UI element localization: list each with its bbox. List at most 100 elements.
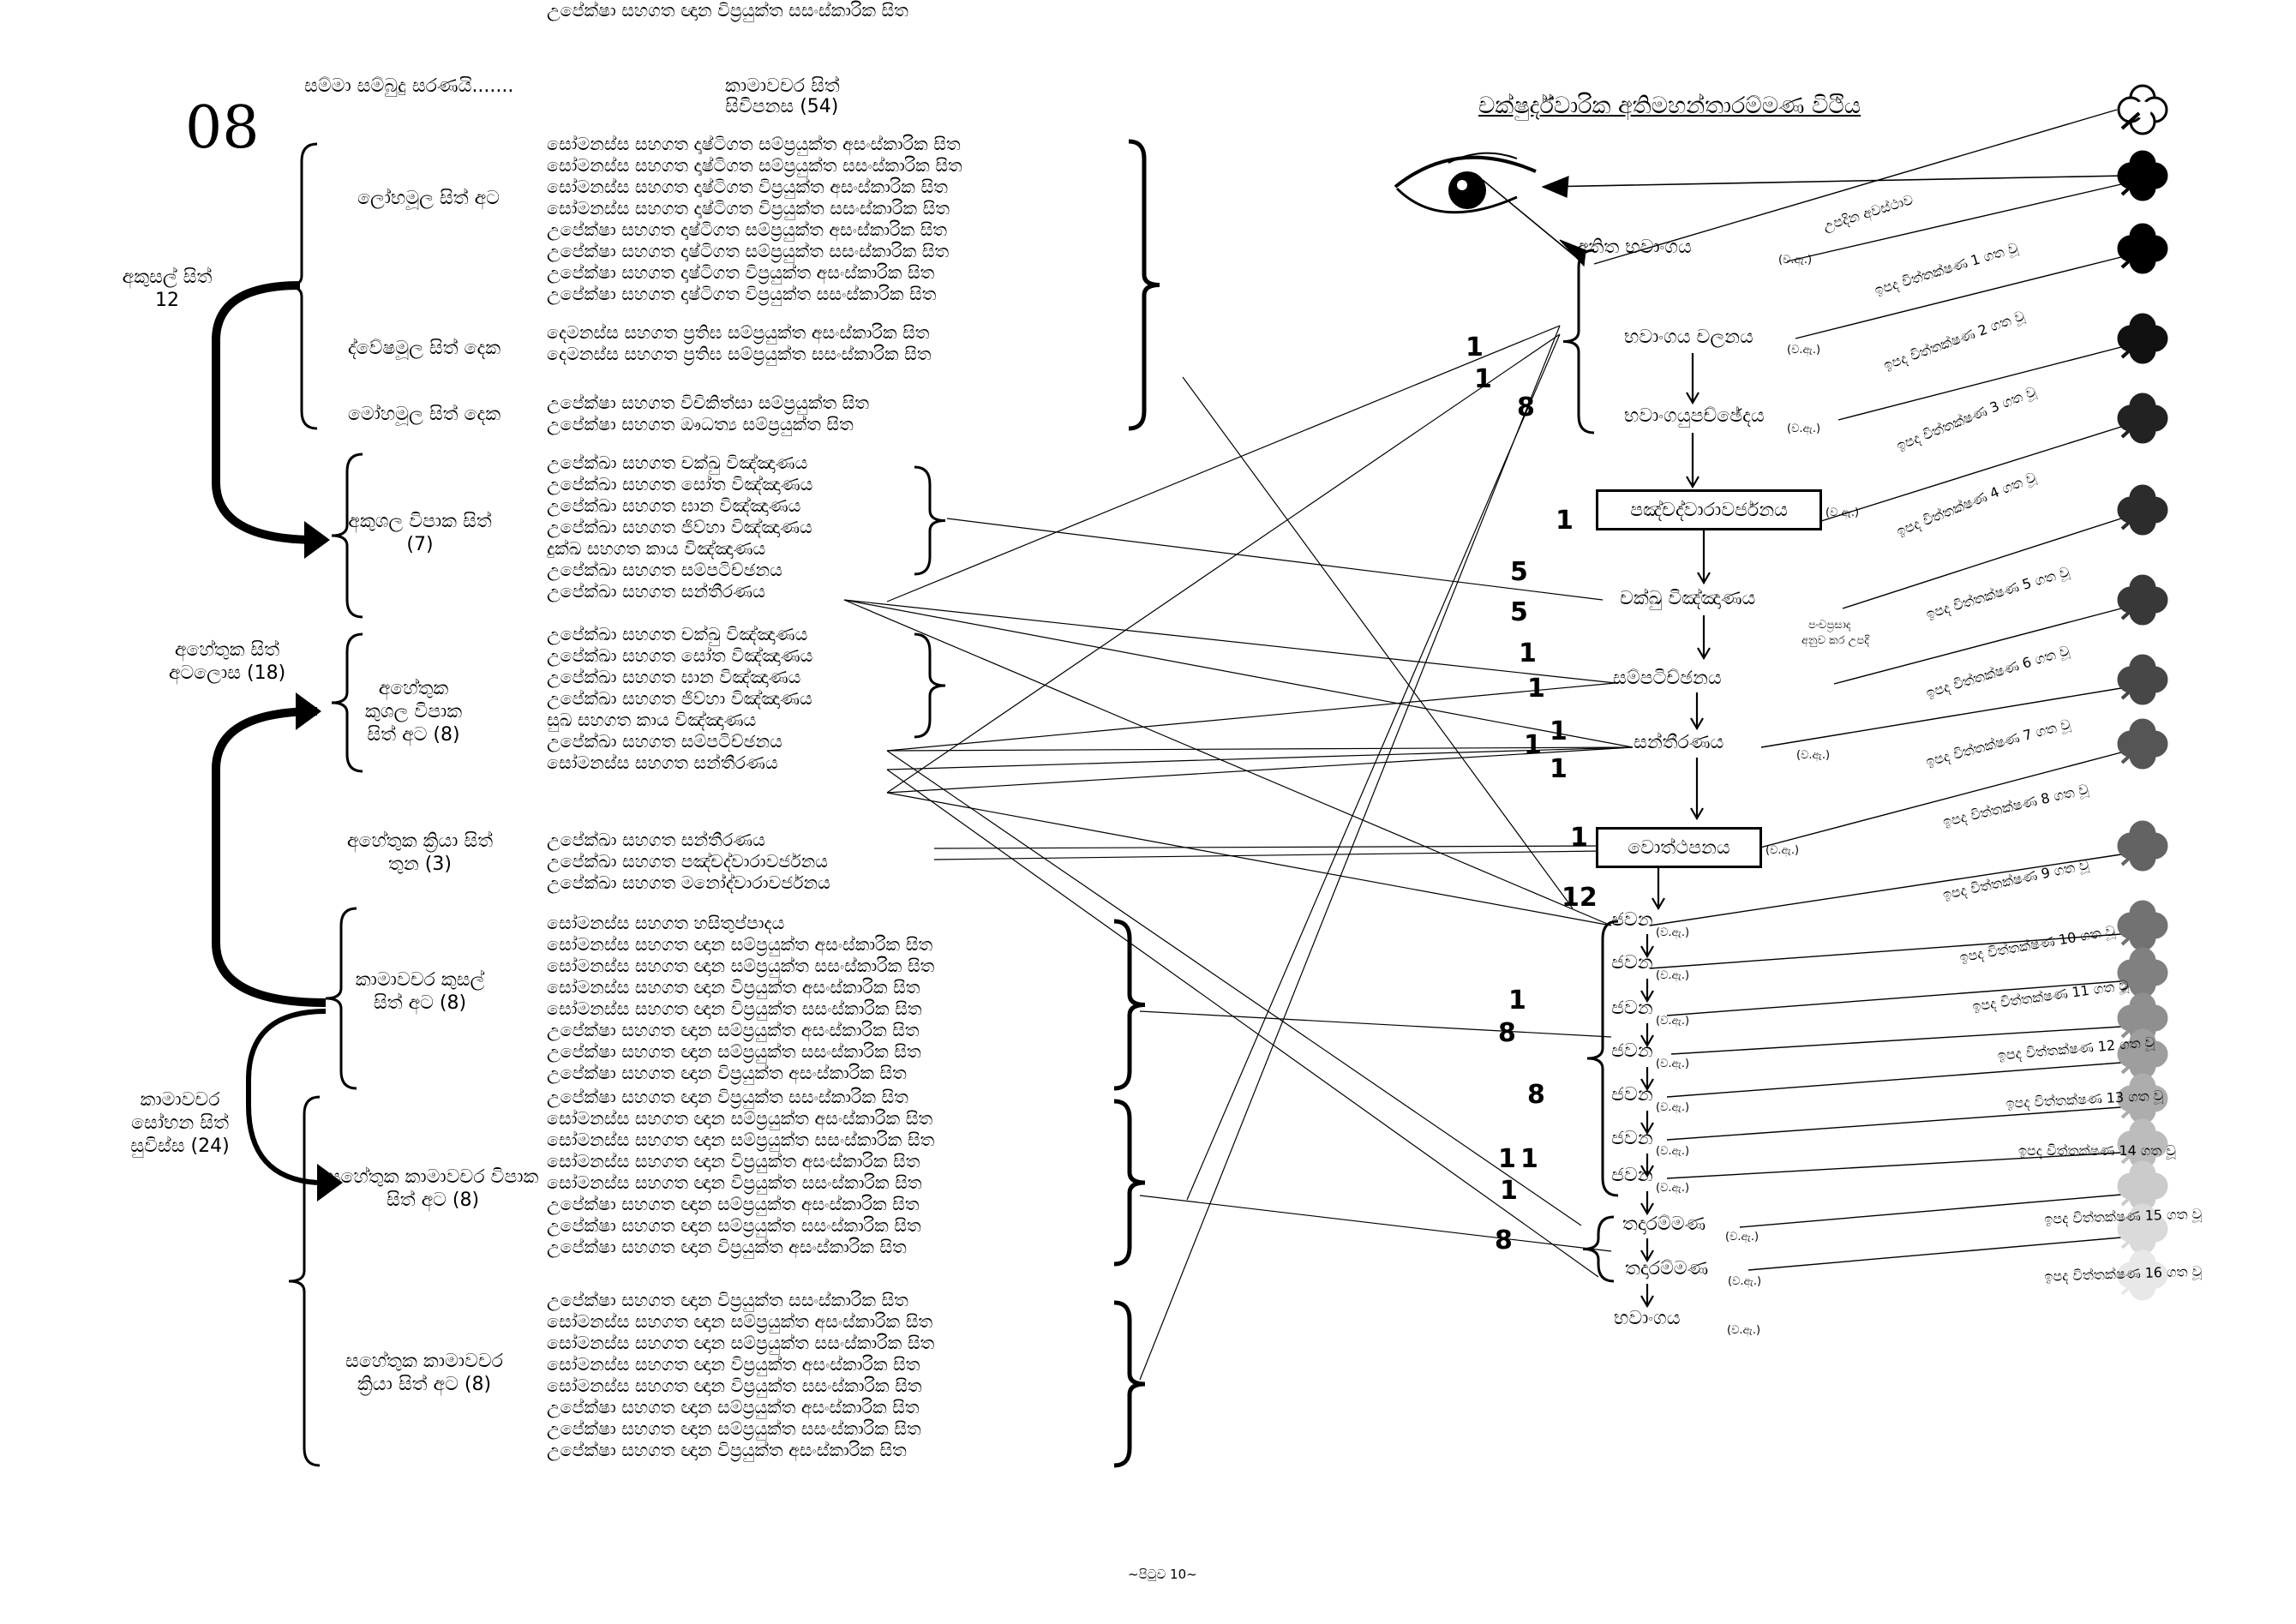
arrow-head [1640,1202,1654,1216]
clover-icon [2117,1160,2168,1212]
connector-line [1182,376,1574,909]
wo-tag: (ව.ඇ.) [1656,1145,1690,1158]
count-label: 1 [1520,1144,1538,1174]
count-label: 1 [1474,364,1492,394]
connector-line [1833,608,2122,685]
connector-line [886,746,1634,770]
connector-line [886,746,1634,794]
wo-tag: (ව.ඇ.) [1778,254,1813,267]
subtitle-count: සිවිපනස (54) [725,96,839,117]
brace [331,452,363,619]
brace [914,632,946,739]
vithi-step: භවාංගයුපච්ඡේදය [1624,405,1765,427]
connector-line [886,769,1599,1278]
citta-line: උපේක්ඛා සහගත ජිව්හා විඤ්ඤාණය [547,517,812,537]
citta-line: උපේක්ෂා සහගත ඥාන සම්ප්‍රයුක්ත සසංස්කාරික… [547,1041,921,1062]
connector-line [1649,933,2122,969]
citta-line: සෝමනස්ස සහගත දෘෂ්ටිගත විප්‍රයුක්ත සසංස්ක… [547,198,950,219]
vithi-step: ජවන [1611,1040,1653,1062]
citta-line: උපේක්ඛා සහගත පඤ්චද්වාරාවර්ජනය [547,851,828,872]
arrow-head [1697,572,1711,585]
citta-line: උපේක්ෂා සහගත ඥාන විප්‍රයුක්ත අසංස්කාරික … [547,1237,907,1257]
vithi-step: සම්පටිච්ඡනය [1613,668,1722,689]
connector-line [843,599,1634,748]
citta-line: උපේක්ඛා සහගත සම්පටිච්ඡනය [547,560,782,580]
clover-icon [2117,84,2168,135]
citta-line: උපේක්ෂා සහගත ඥාන විප්‍රයුක්ත සසංස්කාරික … [547,1087,908,1107]
citta-line: උපේක්ෂා සහගත ඥාන විප්‍රයුක්ත අසංස්කාරික … [547,1440,907,1460]
wo-tag: (ව.ඇ.) [1656,1058,1690,1070]
vithi-step: භවාංගය චලනය [1624,327,1753,348]
page-number: 08 [185,94,260,162]
citta-line: උපේක්ඛා සහගත සෝත විඤ්ඤාණය [547,474,813,494]
count-label: 1 [1524,730,1542,760]
wo-tag: (ව.ඇ.) [1787,422,1821,435]
clover-icon [2117,484,2168,536]
vithi-step: ජවන [1611,952,1653,974]
citta-line: උපේක්ෂා සහගත දෘෂ්ටිගත සම්ප්‍රයුක්ත සසංස්… [547,241,950,261]
clover-icon [2117,947,2168,998]
count-label: 5 [1510,597,1528,627]
citta-line: සෝමනස්ස සහගත ඥාන සම්ප්‍රයුක්ත අසංස්කාරික… [547,934,933,955]
clover-icon [2117,313,2168,364]
count-label: 12 [1562,883,1598,913]
count-label: 1 [1550,754,1568,784]
arrow-head [1640,945,1654,959]
brace [1586,920,1619,1197]
arrow-head [1640,1165,1654,1178]
brace [914,465,946,576]
brace [331,632,363,773]
count-label: 8 [1527,1080,1545,1110]
arrow-head [1640,1295,1654,1309]
group-label: සහේතුක කාමාවචර විපාක සිත් අට (8) [327,1166,539,1211]
vithi-step: අතිත භවාංගය [1577,237,1692,258]
clover-icon [2117,150,2168,201]
connector-line [843,599,1612,926]
brace [1582,1215,1615,1283]
citta-line: උපේක්ඛා සහගත මනෝද්වාරාවර්ජනය [547,872,830,893]
connector-line [886,746,1634,752]
eye-icon [1394,152,1537,214]
connector-line [946,518,1604,601]
brace [1128,139,1160,431]
citta-line: උපේක්ඛා සහගත ඝාන විඤ්ඤාණය [547,667,801,687]
citta-line: උපේක්ෂා සහගත ඖධත්‍ය සම්ප්‍රයුක්ත සිත [547,414,854,434]
connector-line [1139,1195,1612,1252]
connector-line [886,333,1561,794]
connector-line [1670,1026,2122,1055]
group-label: කාමාවචර කුසල් සිත් අට (8) [355,969,485,1014]
citta-line: සෝමනස්ස සහගත ඥාන සම්ප්‍රයුක්ත අසංස්කාරික… [547,1311,933,1332]
citta-line: උපේක්ෂා සහගත ඥාන විප්‍රයුක්ත සසංස්කාරික … [547,0,908,21]
ahetuka-label: අහේතුක සිත් අටලොස (18) [168,639,286,684]
kamavacara-sobhana-label: කාමාවචර සෝභන සිත් සුවිස්ස (24) [130,1089,230,1157]
citta-line: සෝමනස්ස සහගත දෘෂ්ටිගත සම්ප්‍රයුක්ත අසංස්… [547,134,961,154]
citta-line: සෝමනස්ස සහගත ඥාන විප්‍රයුක්ත සසංස්කාරික … [547,1375,922,1396]
side-note: පංචප්‍රසාද [1808,619,1851,632]
connector-line [1795,256,2122,339]
citta-line: සෝමනස්ස සහගත ඥාන සම්ප්‍රයුක්ත සසංස්කාරික… [547,1130,935,1150]
page-footer: ~පිටුව 10~ [1128,1567,1197,1582]
brace [1113,1300,1146,1468]
connector-line [1786,183,2122,262]
citta-line: උපේක්ෂා සහගත ඥාන සම්ප්‍රයුක්ත සසංස්කාරික… [547,1418,921,1439]
connector-line [933,845,1612,849]
connector-line [1542,175,2126,188]
brace [1562,249,1595,434]
count-label: 1 [1527,674,1545,704]
citta-line: උපේක්ෂා සහගත ඥාන විප්‍රයුක්ත අසංස්කාරික … [547,1063,907,1083]
citta-line: උපේක්ෂා සහගත ඥාන සම්ප්‍රයුක්ත අසංස්කාරික… [547,1194,920,1214]
thick-connector [211,707,327,1007]
subtitle-kamavacara: කාමාවචර සිත් [725,75,840,97]
arrow-head [1690,807,1704,821]
clover-icon [2117,654,2168,705]
vithi-step: ජවන [1611,1128,1653,1149]
arrow-head [1686,476,1700,489]
count-label: 8 [1495,1225,1513,1255]
citta-line: උපේක්ෂා සහගත ඥාන විප්‍රයුක්ත සසංස්කාරික … [547,1290,908,1310]
citta-line: උපේක්ෂා සහගත විචිකිත්සා සම්ප්‍රයුක්ත සිත [547,393,870,413]
citta-line: සුඛ සහගත කාය විඤ්ඤාණය [547,710,757,730]
arrow-head [1640,1034,1654,1048]
brace [1113,1099,1146,1267]
citta-line: උපේක්ඛා සහගත සෝත විඤ්ඤාණය [547,645,813,666]
